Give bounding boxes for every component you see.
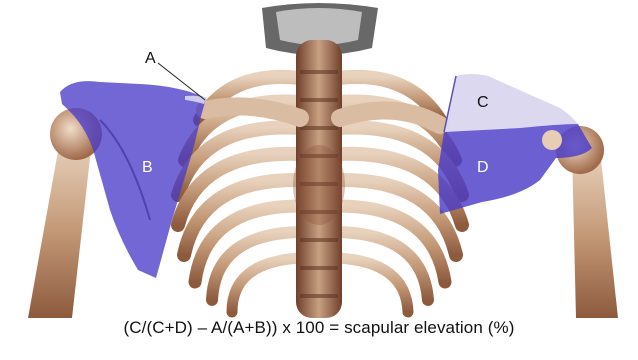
ct-thorax-illustration: A B C D [0, 0, 638, 318]
formula-caption: (C/(C+D) – A/(A+B)) x 100 = scapular ele… [0, 318, 638, 338]
label-a: A [145, 50, 156, 67]
label-b: B [142, 159, 153, 176]
spine [293, 40, 345, 318]
region-c [444, 74, 578, 132]
region-scapula-right [438, 74, 592, 214]
label-c: C [477, 94, 489, 111]
label-d: D [477, 159, 489, 176]
